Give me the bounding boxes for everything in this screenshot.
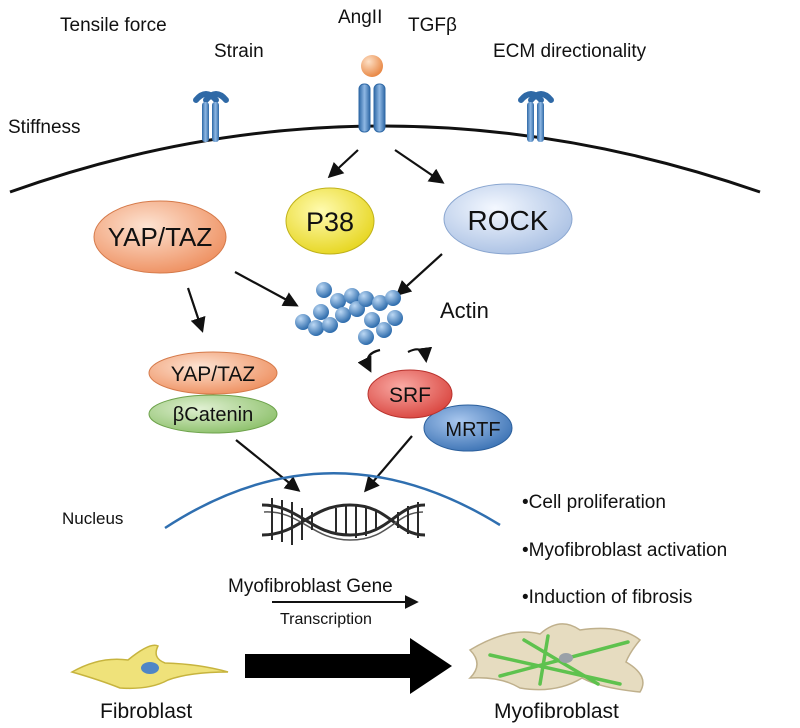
actin-label: Actin [440,298,489,323]
stiffness-label: Stiffness [8,117,81,138]
mechanoreceptor-left [193,91,229,142]
yap-taz-node [93,200,227,274]
p38-label: P38 [306,207,354,237]
bcatenin-node [148,394,278,434]
fibroblast-cell [70,644,229,690]
arrow-complex-to-dna [235,439,301,492]
arrow-receptor-to-rock [394,149,445,184]
outcome-cell-proliferation: •Cell proliferation [522,492,666,513]
arrow-receptor-to-p38 [327,149,359,179]
tgfb-label: TGFβ [408,15,457,36]
tensile-force-label: Tensile force [60,15,167,36]
dna-helix [261,498,426,545]
strain-label: Strain [214,41,264,62]
yap-taz-label: YAP/TAZ [108,222,213,252]
ligand-receptor [358,55,386,133]
p38-node [285,187,375,255]
arrow-srf-to-dna [364,435,413,493]
mrtf-label: MRTF [445,419,500,441]
arrow-yap-to-complex [186,287,206,333]
rock-label: ROCK [468,205,549,236]
cycle-arrow-left [357,348,381,373]
cell-membrane [9,124,761,194]
ecm-directionality-label: ECM directionality [493,41,647,62]
fibroblast-label: Fibroblast [100,700,192,723]
srf-node [367,369,453,419]
mrtf-node [423,404,513,452]
bcatenin-label: βCatenin [173,404,253,426]
rock-node [443,183,573,255]
outcome-myofibroblast-activation: •Myofibroblast activation [522,540,727,561]
cycle-arrow-right [407,346,433,364]
angii-label: AngII [338,7,382,28]
differentiation-arrow [245,638,452,694]
transcription-label: Transcription [280,611,372,628]
actin-filament [295,282,403,345]
myofibroblast-nucleus [559,653,573,663]
mechanoreceptor-right [518,91,554,142]
outcome-induction-of-fibrosis: •Induction of fibrosis [522,587,692,608]
ligand-ball [361,55,383,77]
arrow-rock-to-actin [395,253,443,297]
nucleus-label: Nucleus [62,509,123,528]
myofibroblast-label: Myofibroblast [494,700,619,723]
arrow-yap-to-actin [234,271,299,307]
yap-taz-nuclear-label: YAP/TAZ [171,363,256,386]
srf-label: SRF [389,384,431,407]
yap-taz-nuclear-node [148,351,278,395]
myofibroblast-gene-label: Myofibroblast Gene [228,576,393,597]
nucleus-membrane [164,472,501,530]
myofibroblast-cell [468,623,644,693]
fibroblast-nucleus [141,662,159,674]
